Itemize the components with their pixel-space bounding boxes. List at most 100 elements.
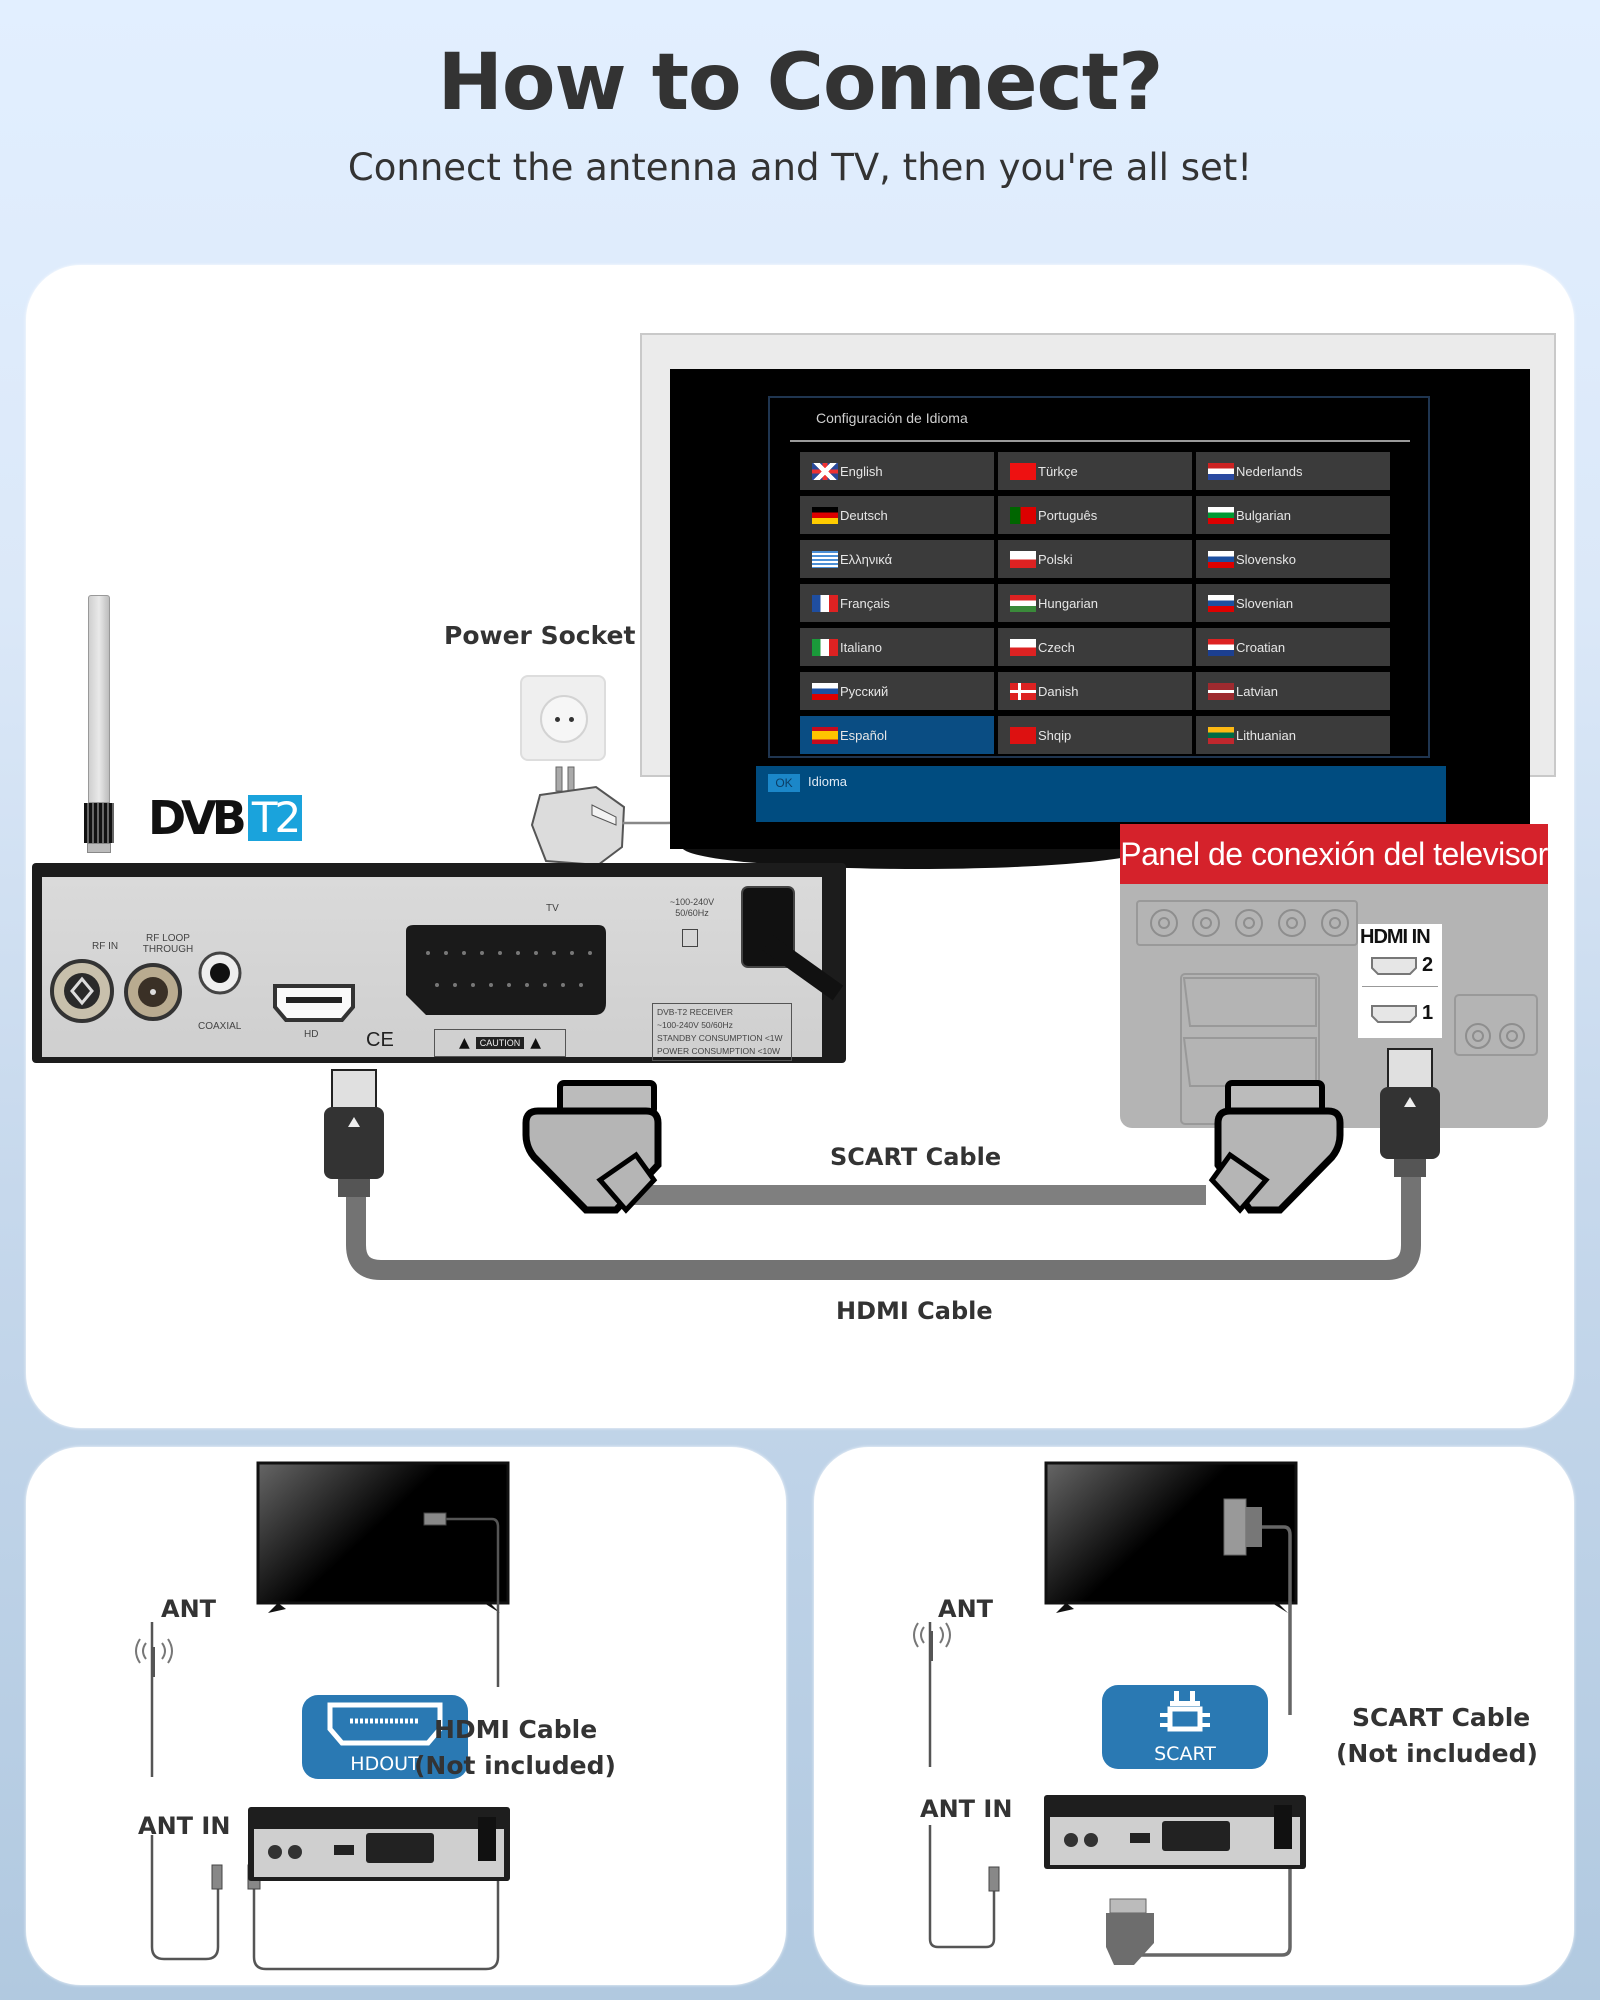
language-option[interactable]: Español	[800, 716, 994, 754]
power-switch-icon[interactable]	[682, 929, 698, 947]
language-option[interactable]: Czech	[998, 628, 1192, 666]
flag-hr-icon	[1208, 638, 1234, 656]
language-option[interactable]: Croatian	[1196, 628, 1390, 666]
audio-ports-icon	[1454, 994, 1538, 1056]
not-included-label: (Not included)	[1336, 1739, 1538, 1768]
language-option[interactable]: Deutsch	[800, 496, 994, 534]
hdmi-port-2-icon[interactable]	[1370, 956, 1420, 976]
flag-it-icon	[812, 638, 838, 656]
language-option-label: Deutsch	[840, 507, 888, 523]
language-option[interactable]: Nederlands	[1196, 452, 1390, 490]
hdmi-connection-card: ANT ANT IN HDOUT HDMI Cable (Not include…	[26, 1447, 786, 1985]
not-included-label: (Not included)	[414, 1751, 616, 1780]
language-option-label: Slovensko	[1236, 551, 1296, 567]
flag-de-icon	[812, 506, 838, 524]
mini-receiver-icon	[248, 1807, 510, 1881]
scart-badge: SCART	[1102, 1685, 1268, 1769]
language-option[interactable]: Bulgarian	[1196, 496, 1390, 534]
language-option-label: Русский	[840, 683, 889, 699]
hdmi-cable-label: HDMI Cable	[836, 1297, 993, 1325]
language-option-label: Hungarian	[1038, 595, 1098, 611]
cable-diagram	[324, 1048, 1440, 1280]
ant-label: ANT	[938, 1595, 994, 1623]
language-option[interactable]: Hungarian	[998, 584, 1192, 622]
t2-logo-text: T2	[247, 795, 303, 841]
flag-dk-icon	[1010, 682, 1036, 700]
language-option[interactable]: Français	[800, 584, 994, 622]
language-option[interactable]: Latvian	[1196, 672, 1390, 710]
dvb-t2-logo: DVB T2	[148, 795, 303, 841]
rca-port-strip	[1136, 900, 1358, 946]
language-option-label: Czech	[1038, 639, 1075, 655]
hdmi-out-port-icon[interactable]	[272, 983, 356, 1023]
flag-es-icon	[812, 726, 838, 744]
flag-sk-icon	[1208, 550, 1234, 568]
flag-lt-icon	[1208, 726, 1234, 744]
menu-footer-bar: OK Idioma	[756, 766, 1446, 822]
dvb-t2-receiver: RF IN RF LOOP THROUGH COAXIAL HD	[32, 863, 846, 1063]
footer-hint-label: Idioma	[808, 774, 848, 789]
language-option[interactable]: Slovensko	[1196, 540, 1390, 578]
flag-bg-icon	[1208, 506, 1234, 524]
scart-cable-label: SCART Cable	[830, 1143, 1002, 1171]
flag-tr-icon	[1010, 462, 1036, 480]
language-menu-title: Configuración de Idioma	[816, 410, 968, 426]
language-option-label: Polski	[1038, 551, 1073, 567]
hdmi-cable-line	[346, 1135, 1421, 1280]
language-option-label: English	[840, 463, 883, 479]
hdmi-port-2-number: 2	[1422, 954, 1434, 976]
language-option-label: Slovenian	[1236, 595, 1294, 611]
language-option[interactable]: Polski	[998, 540, 1192, 578]
spec-line: POWER CONSUMPTION <10W	[657, 1046, 781, 1056]
flag-al-icon	[1010, 726, 1036, 744]
hdmi-port-1-icon[interactable]	[1370, 1004, 1420, 1024]
language-option[interactable]: English	[800, 452, 994, 490]
rf-in-label: RF IN	[92, 941, 119, 952]
language-option[interactable]: Slovenian	[1196, 584, 1390, 622]
language-option-label: Shqip	[1038, 727, 1072, 743]
flag-nl-icon	[1208, 462, 1234, 480]
language-option[interactable]: Русский	[800, 672, 994, 710]
language-option[interactable]: Shqip	[998, 716, 1192, 754]
flag-gr-icon	[812, 550, 838, 568]
flag-pt-icon	[1010, 506, 1036, 524]
ce-mark: CE	[366, 1029, 394, 1051]
coaxial-port-icon[interactable]	[198, 947, 242, 1003]
antenna-signal-icon	[913, 1622, 951, 1661]
ok-button[interactable]: OK	[768, 774, 800, 792]
flag-lv-icon	[1208, 682, 1234, 700]
scart-plug-left-icon	[522, 1080, 662, 1214]
mini-receiver-icon	[1044, 1795, 1306, 1869]
language-option-label: Español	[840, 727, 887, 743]
hdmi-icon	[327, 1702, 443, 1746]
language-option[interactable]: Italiano	[800, 628, 994, 666]
language-option-label: Français	[840, 595, 890, 611]
language-option[interactable]: Danish	[998, 672, 1192, 710]
power-cord-plug-icon	[741, 886, 844, 1001]
spec-line: DVB-T2 RECEIVER	[657, 1007, 734, 1017]
antenna-signal-icon	[135, 1638, 173, 1677]
receiver-back-panel: RF IN RF LOOP THROUGH COAXIAL HD	[42, 877, 822, 1061]
power-socket-icon	[520, 675, 606, 761]
rf-in-port-icon[interactable]	[50, 959, 114, 1023]
language-option[interactable]: Lithuanian	[1196, 716, 1390, 754]
flag-hu-icon	[1010, 594, 1036, 612]
power-socket-label: Power Socket	[444, 621, 636, 650]
language-option[interactable]: Türkçe	[998, 452, 1192, 490]
language-option-label: Latvian	[1236, 683, 1278, 699]
rf-loop-label: RF LOOP THROUGH	[142, 933, 194, 955]
receiver-spec-sticker: DVB-T2 RECEIVER ~100-240V 50/60Hz STANDB…	[652, 1003, 792, 1061]
rf-loop-port-icon[interactable]	[124, 963, 182, 1021]
hdout-label: HDOUT	[350, 1753, 420, 1775]
flag-fr-icon	[812, 594, 838, 612]
main-connection-diagram: DVB T2 Power Socket Configuración de Idi…	[26, 265, 1574, 1428]
language-option[interactable]: Português	[998, 496, 1192, 534]
tv-scart-label: TV	[546, 903, 559, 914]
hd-label: HD	[304, 1029, 319, 1040]
scart-port-icon[interactable]	[398, 923, 608, 1023]
language-option[interactable]: Ελληνικά	[800, 540, 994, 578]
language-option-label: Croatian	[1236, 639, 1286, 655]
flag-pl-icon	[1010, 550, 1036, 568]
